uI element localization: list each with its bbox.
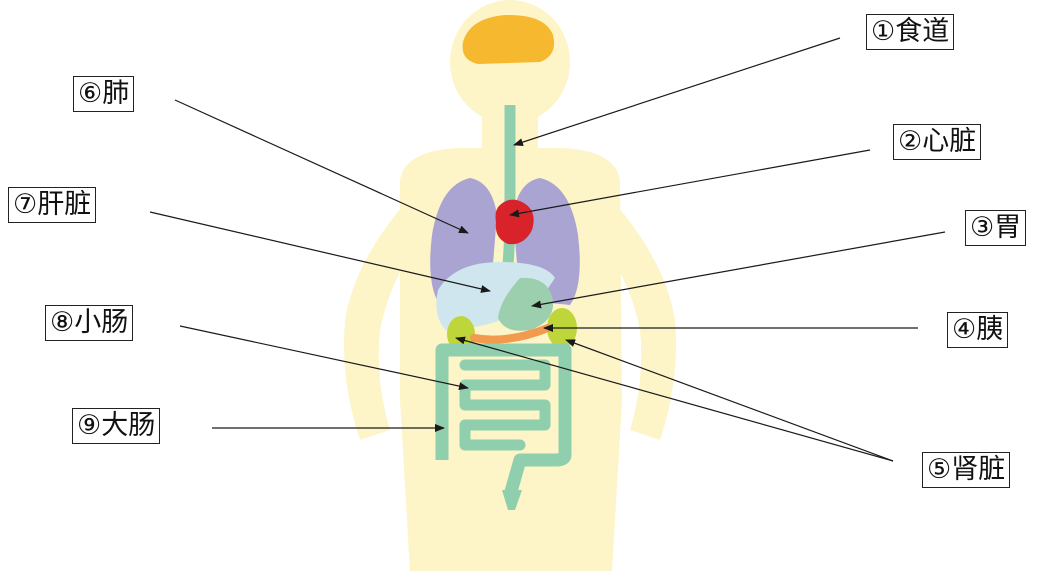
label-stomach: ③胃 [965, 210, 1026, 246]
label-liver: ⑦肝脏 [8, 187, 96, 223]
label-lung: ⑥肺 [73, 76, 134, 112]
label-large-intestine: ⑨大肠 [72, 408, 160, 444]
label-esophagus: ①食道 [866, 14, 954, 50]
label-heart: ②心脏 [893, 124, 981, 160]
label-kidney: ⑤肾脏 [922, 452, 1010, 488]
label-pancreas: ④胰 [947, 312, 1008, 348]
label-small-intestine: ⑧小肠 [45, 305, 133, 341]
